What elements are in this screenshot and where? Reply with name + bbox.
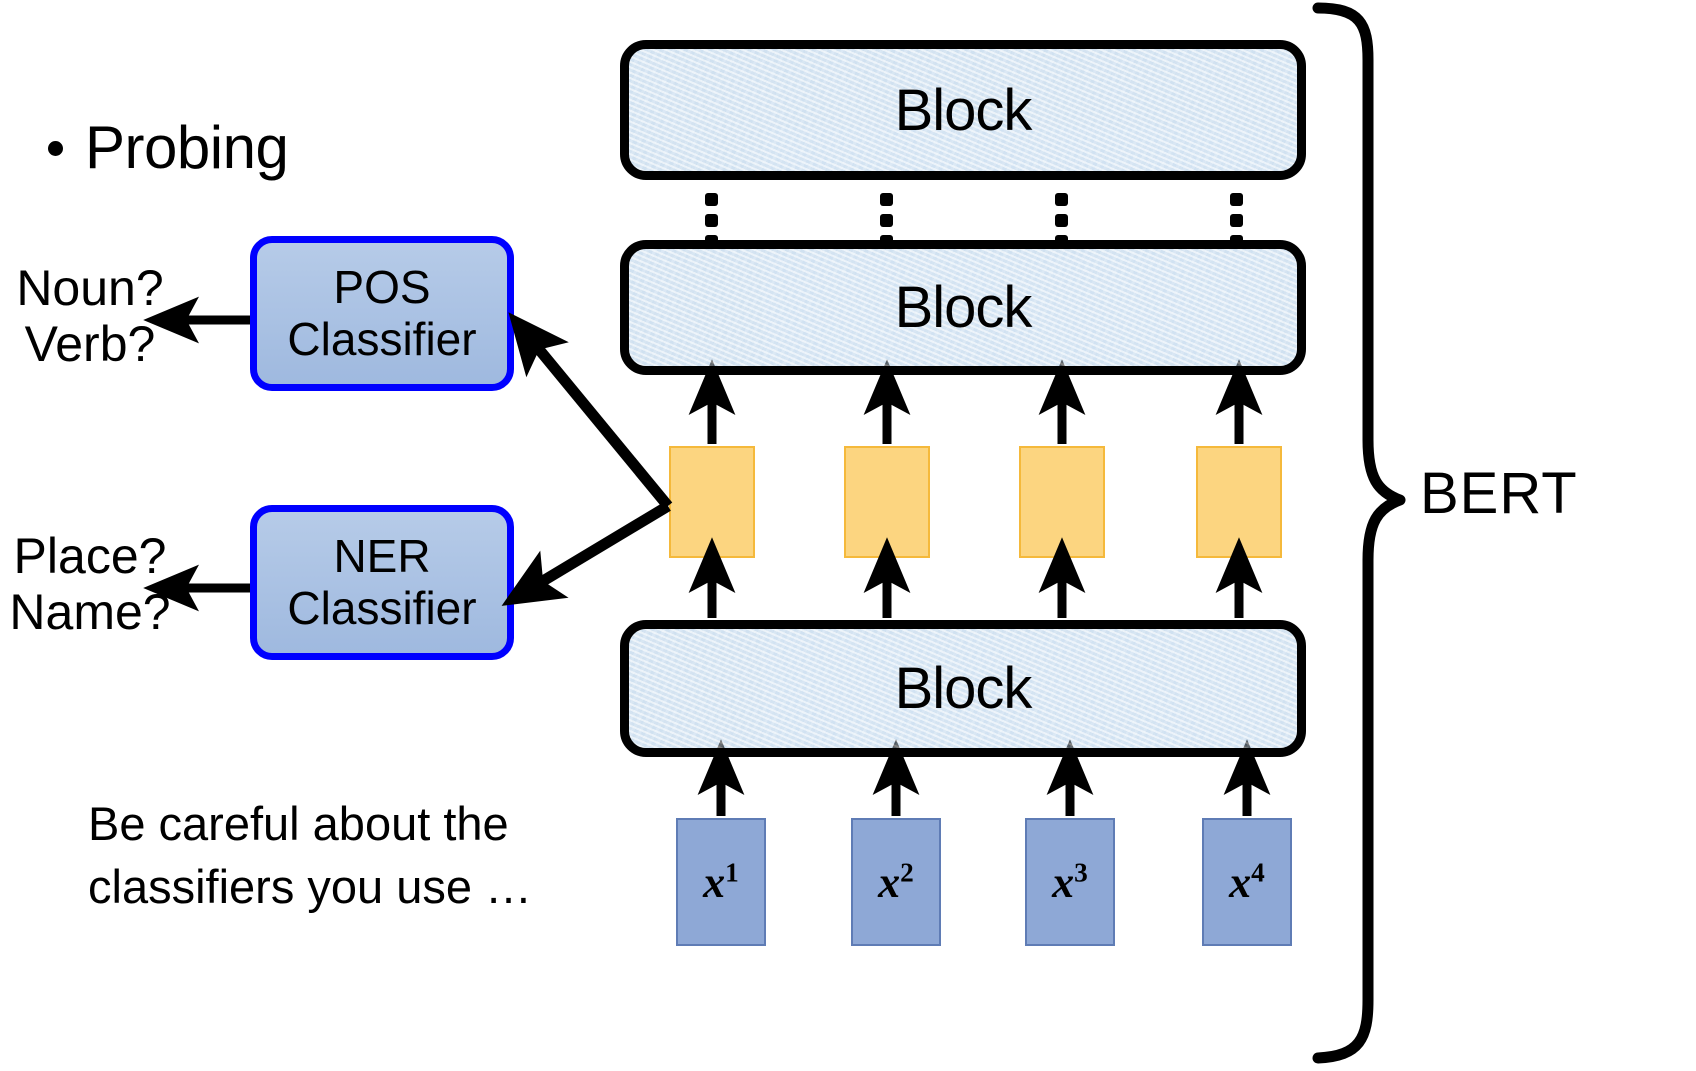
bert-block-mid-label: Block bbox=[894, 275, 1033, 340]
bullet-label: Probing bbox=[85, 114, 289, 181]
hidden-state-2[interactable] bbox=[844, 446, 930, 558]
vertical-ellipsis-2 bbox=[880, 193, 893, 248]
pos-classifier-subtitle: Classifier bbox=[287, 312, 477, 365]
vertical-ellipsis-3 bbox=[1055, 193, 1068, 248]
hidden-state-3[interactable] bbox=[1019, 446, 1105, 558]
ner-question-label: Place? Name? bbox=[9, 528, 171, 640]
pos-question-label: Noun? Verb? bbox=[16, 260, 164, 372]
bullet-probing: Probing bbox=[48, 114, 289, 181]
vertical-ellipsis-4 bbox=[1230, 193, 1243, 248]
bert-block-mid[interactable]: Block bbox=[620, 240, 1306, 375]
block-to-hiddenstate-arrows bbox=[688, 537, 1263, 618]
bert-block-top-label: Block bbox=[894, 77, 1033, 143]
ner-classifier-title: NER bbox=[333, 529, 431, 582]
input-token-3[interactable]: x3 bbox=[1025, 818, 1115, 946]
input-token-3-label: x3 bbox=[1052, 856, 1088, 907]
input-token-4-label: x4 bbox=[1229, 856, 1265, 907]
bullet-dot-icon bbox=[48, 140, 63, 156]
hiddenstate-to-ner-arrow bbox=[501, 501, 671, 606]
input-token-1-label: x1 bbox=[703, 856, 739, 907]
input-token-4[interactable]: x4 bbox=[1202, 818, 1292, 946]
block-texture bbox=[629, 249, 1297, 366]
bert-brace bbox=[1312, 2, 1406, 1064]
input-token-2-label: x2 bbox=[878, 856, 914, 907]
bert-block-top[interactable]: Block bbox=[620, 40, 1306, 180]
hidden-state-1[interactable] bbox=[669, 446, 755, 558]
hiddenstate-to-block-arrows bbox=[688, 359, 1263, 444]
bert-block-bottom-label: Block bbox=[894, 656, 1033, 721]
token-to-block-arrows bbox=[697, 739, 1271, 816]
hidden-state-4[interactable] bbox=[1196, 446, 1282, 558]
bert-label: BERT bbox=[1420, 461, 1578, 526]
input-token-2[interactable]: x2 bbox=[851, 818, 941, 946]
ner-classifier-box[interactable]: NER Classifier bbox=[250, 505, 514, 660]
pos-classifier-box[interactable]: POS Classifier bbox=[250, 236, 514, 391]
caption-text: Be careful about the classifiers you use… bbox=[88, 797, 533, 914]
bert-block-bottom[interactable]: Block bbox=[620, 620, 1306, 757]
pos-classifier-title: POS bbox=[333, 260, 431, 313]
block-texture bbox=[629, 49, 1297, 171]
vertical-ellipsis-1 bbox=[705, 193, 718, 248]
block-texture bbox=[629, 629, 1297, 748]
ner-classifier-subtitle: Classifier bbox=[287, 581, 477, 634]
input-token-1[interactable]: x1 bbox=[676, 818, 766, 946]
